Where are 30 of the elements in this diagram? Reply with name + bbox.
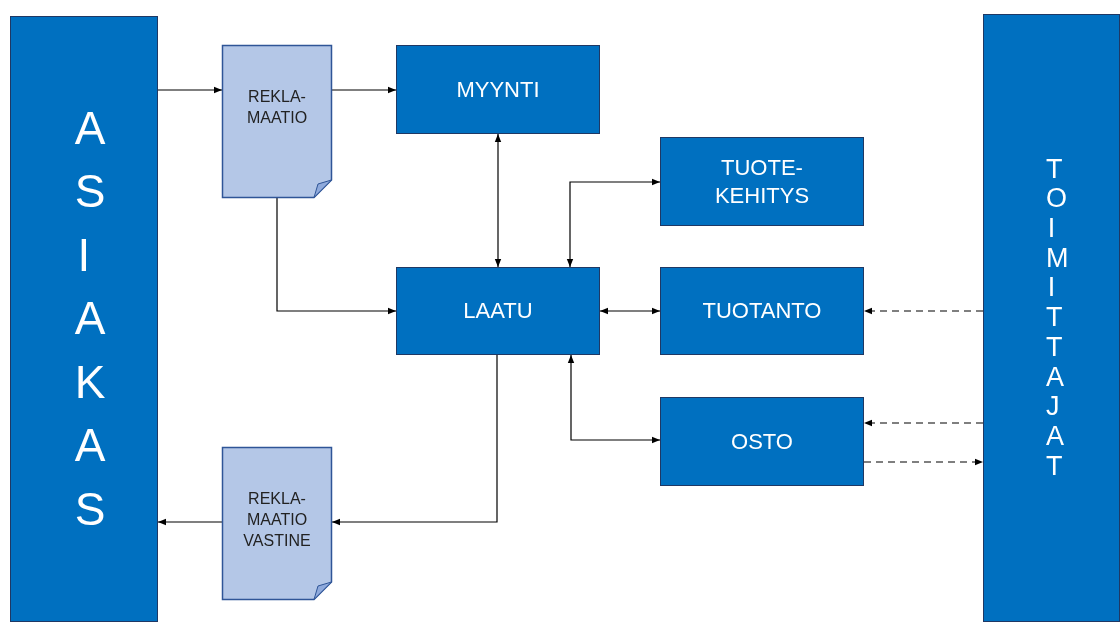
node-label: ASIAKAS bbox=[73, 100, 121, 537]
arrow bbox=[494, 133, 502, 268]
node-label: REKLA- MAATIO VASTINE bbox=[242, 489, 312, 551]
process-box bbox=[660, 137, 864, 226]
node-label: OSTO bbox=[730, 427, 794, 456]
dashed-arrow bbox=[863, 458, 984, 466]
arrow bbox=[567, 354, 661, 444]
arrow bbox=[276, 197, 397, 315]
side-bar bbox=[10, 16, 158, 622]
document-shape bbox=[222, 45, 332, 198]
document-shape bbox=[222, 447, 332, 600]
arrow bbox=[157, 518, 223, 526]
process-box bbox=[660, 397, 864, 486]
dashed-arrow bbox=[863, 307, 984, 315]
node-label: TOIMITTAJAT bbox=[1045, 154, 1074, 482]
node-label: LAATU bbox=[462, 297, 534, 325]
process-box bbox=[660, 267, 864, 355]
node-label: MYYNTI bbox=[455, 75, 541, 104]
node-label: TUOTE- KEHITYS bbox=[713, 154, 811, 209]
arrow bbox=[599, 307, 661, 315]
arrow bbox=[157, 86, 223, 94]
node-label: TUOTANTO bbox=[701, 297, 823, 325]
arrow bbox=[331, 354, 498, 526]
dashed-arrow bbox=[863, 419, 984, 427]
node-label: REKLA- MAATIO bbox=[245, 87, 309, 128]
arrow bbox=[331, 86, 397, 94]
process-box bbox=[396, 45, 600, 134]
side-bar bbox=[983, 14, 1120, 622]
process-box bbox=[396, 267, 600, 355]
arrow bbox=[566, 178, 661, 268]
